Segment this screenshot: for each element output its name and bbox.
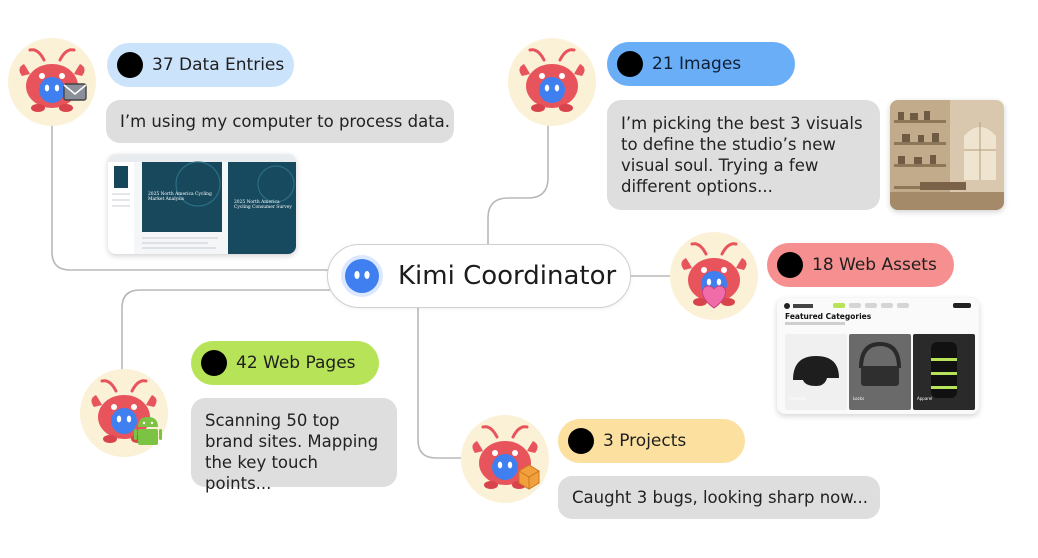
badge-label: 18 Web Assets (812, 255, 937, 275)
badge-data: 37 Data Entries (107, 43, 294, 87)
connector-web-pages (121, 289, 330, 382)
cube-icon (518, 464, 540, 490)
web-store-heading: Featured Categories (785, 312, 872, 321)
message-bubble-projects: Caught 3 bugs, looking sharp now... (558, 476, 880, 519)
badge-dot (117, 52, 143, 78)
badge-web-pages: 42 Web Pages (191, 341, 379, 385)
web-store-thumbnail[interactable]: Featured Categories Helmets Locks Appare… (777, 298, 979, 414)
android-icon (134, 417, 162, 445)
category-card-label: Locks (853, 396, 865, 401)
report-slide-title-1: 2025 North America Cycling Market Analys… (148, 192, 212, 203)
badge-label: 3 Projects (603, 431, 687, 451)
agent-avatar-data (8, 38, 96, 126)
badge-dot (617, 51, 643, 77)
badge-web-assets: 18 Web Assets (767, 243, 954, 287)
agent-avatar-web-pages (80, 369, 168, 457)
category-card-label: Helmets (789, 396, 806, 401)
connector-images (487, 110, 549, 246)
message-bubble-images: I’m picking the best 3 visuals to define… (607, 100, 880, 210)
heart-icon (701, 285, 727, 309)
agent-avatar-projects (461, 415, 549, 503)
report-thumbnail[interactable]: 2025 North America Cycling Market Analys… (108, 154, 296, 254)
badge-dot (777, 252, 803, 278)
badge-label: 21 Images (652, 54, 742, 74)
badge-images: 21 Images (607, 42, 795, 86)
badge-label: 42 Web Pages (236, 353, 356, 373)
badge-projects: 3 Projects (558, 419, 745, 463)
connector-projects (417, 308, 462, 459)
kimi-coordinator-node[interactable]: Kimi Coordinator (327, 244, 631, 308)
kimi-logo-icon (341, 255, 383, 297)
connector-data (51, 110, 330, 271)
message-bubble-web-pages: Scanning 50 top brand sites. Mapping the… (191, 398, 397, 493)
coordinator-title: Kimi Coordinator (398, 261, 617, 291)
studio-interior-image[interactable] (890, 100, 1004, 210)
badge-label: 37 Data Entries (152, 55, 285, 75)
report-slide-title-2: 2025 North America Cycling Consumer Surv… (234, 200, 292, 211)
agent-avatar-web-assets (670, 232, 758, 320)
agent-avatar-images (508, 38, 596, 126)
category-card-label: Apparel (917, 396, 933, 401)
message-bubble-data: I’m using my computer to process data. (106, 100, 454, 143)
badge-dot (568, 428, 594, 454)
badge-dot (201, 350, 227, 376)
mail-icon (63, 83, 87, 101)
